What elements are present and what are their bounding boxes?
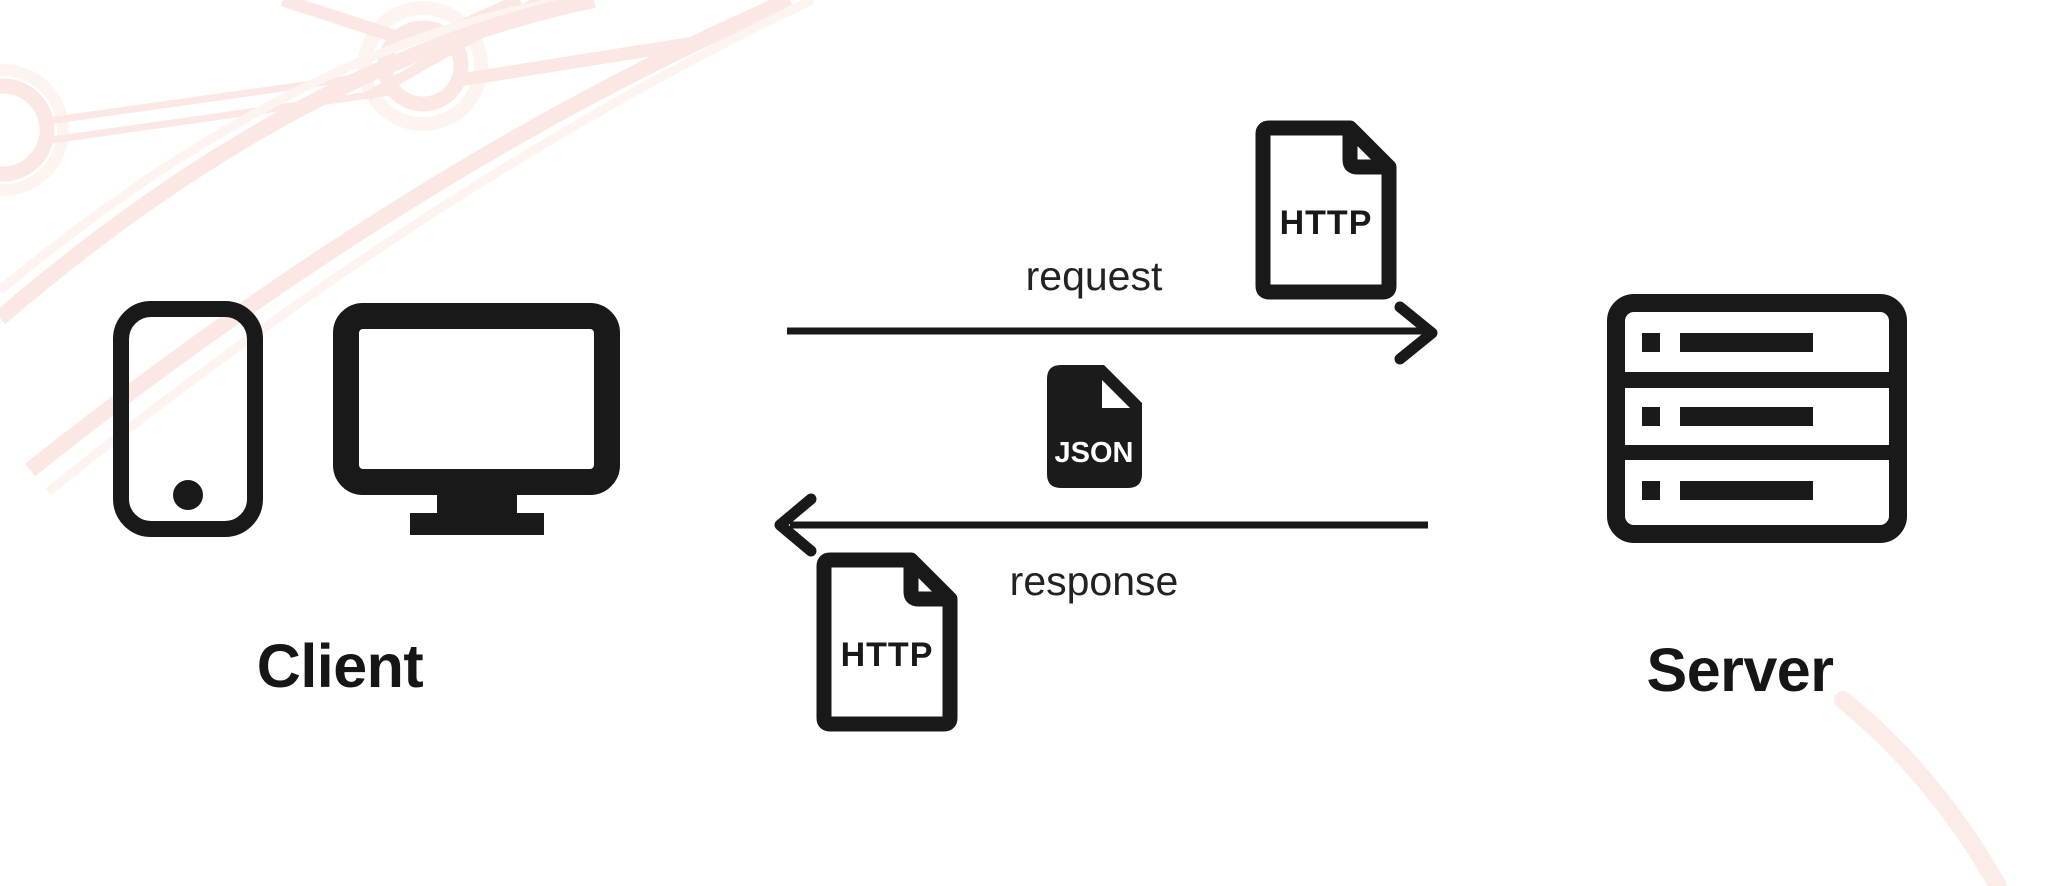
server-rack-row: [1642, 333, 1813, 352]
request-label: request: [1025, 253, 1163, 299]
response-arrow: [774, 493, 1428, 557]
json-file-icon: JSON: [1047, 365, 1142, 488]
http-request-file-icon: HTTP: [1255, 120, 1397, 300]
server-rack-icon: [1607, 294, 1907, 543]
server-rack-row: [1642, 481, 1813, 500]
http-response-file-icon: HTTP: [816, 552, 958, 732]
http-response-file-label: HTTP: [841, 636, 934, 674]
server-rack-row: [1642, 407, 1813, 426]
http-request-file-label: HTTP: [1280, 204, 1373, 242]
server-label: Server: [1646, 636, 1834, 704]
response-label: response: [1009, 558, 1179, 604]
json-file-label: JSON: [1055, 437, 1134, 469]
smartphone-icon: [113, 301, 263, 537]
desktop-monitor-icon: [333, 303, 620, 535]
request-arrow: [787, 301, 1438, 365]
client-label: Client: [256, 632, 424, 700]
